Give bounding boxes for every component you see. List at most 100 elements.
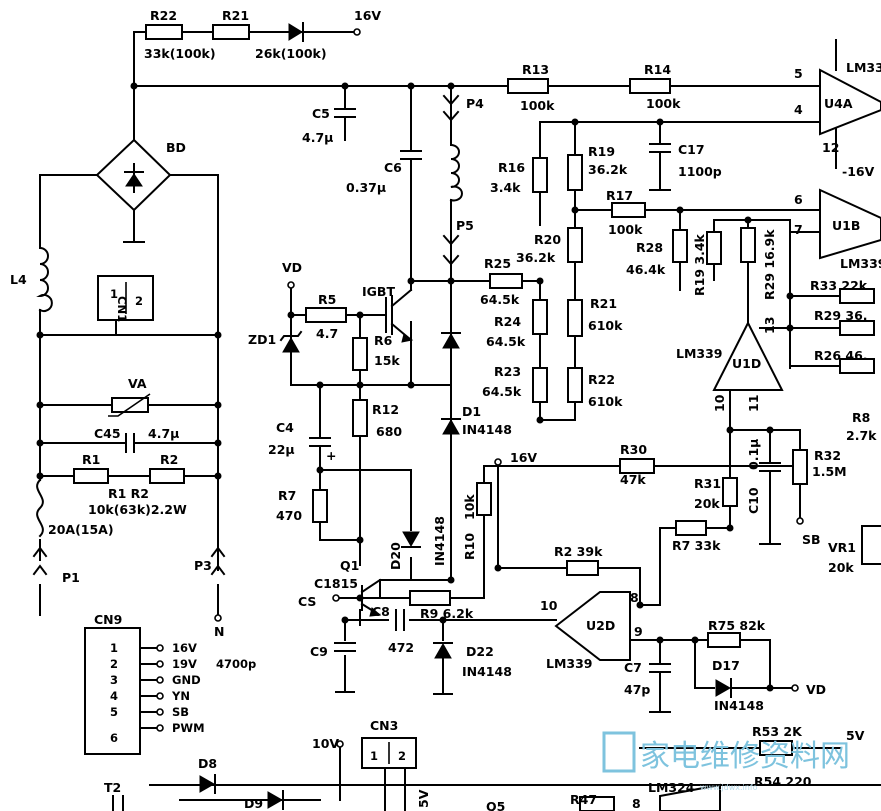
label-r1-r2: R1 R2	[108, 486, 149, 501]
value-r21-610k: 610k	[588, 318, 623, 333]
fuse-20a	[36, 478, 44, 538]
capacitor-c6	[400, 150, 422, 160]
label-cn9: CN9	[94, 612, 122, 627]
resistor-r25	[489, 273, 523, 289]
label-r8: R8	[852, 410, 870, 425]
cn9-label-19v: 19V	[172, 657, 197, 671]
resistor-r21-610k	[567, 299, 583, 337]
value-r32: 1.5M	[812, 464, 847, 479]
value-r8: 2.7k	[846, 428, 877, 443]
cn9-label-sb: SB	[172, 705, 189, 719]
u1b-pin-7: 7	[794, 222, 803, 237]
label-l4: L4	[10, 272, 27, 287]
capacitor-c9	[334, 642, 356, 652]
label-r17: R17	[606, 188, 633, 203]
value-c5: 4.7μ	[302, 130, 333, 145]
value-r12: 680	[376, 424, 402, 439]
label-d9: D9	[244, 796, 263, 811]
capacitor-c17	[649, 143, 671, 153]
u4a-pin-4: 4	[794, 102, 803, 117]
resistor-r10	[476, 482, 492, 516]
cn9-pin-1: 1	[110, 641, 118, 655]
label-lm324: LM324	[648, 780, 695, 795]
cn9-pin-6: 6	[110, 731, 118, 745]
value-r17: 100k	[608, 222, 643, 237]
label-10v: 10V	[312, 736, 339, 751]
label-q1: Q1	[340, 558, 359, 573]
value-r13: 100k	[520, 98, 555, 113]
label-cn1: CN1	[115, 296, 129, 322]
label-r31: R31	[694, 476, 721, 491]
diode-d9	[267, 790, 284, 810]
resistor-r22	[145, 24, 183, 40]
label-r21: R21	[222, 8, 249, 23]
resistor-r21	[212, 24, 250, 40]
value-c4: 22μ	[268, 442, 295, 457]
resistor-r23	[532, 367, 548, 403]
resistor-r6	[352, 337, 368, 371]
resistor-r16	[532, 157, 548, 193]
label-c4: C4	[276, 420, 294, 435]
resistor-r29-16k9	[740, 227, 756, 263]
value-r31: 20k	[694, 496, 720, 511]
label-5v-right: 5V	[846, 728, 865, 743]
label-lm33: LM33	[846, 60, 881, 75]
label-lm339-u1b: LM339	[840, 256, 881, 271]
diode-d8	[199, 774, 216, 794]
label-r5: R5	[318, 292, 336, 307]
label-c9: C9	[310, 644, 328, 659]
label-r23: R23	[494, 364, 521, 379]
label-c10: C10	[746, 487, 761, 514]
label-r20: R20	[534, 232, 561, 247]
label-va: VA	[128, 376, 147, 391]
value-r22-610k: 610k	[588, 394, 623, 409]
plug-p1	[32, 546, 48, 576]
junctions	[36, 82, 794, 692]
label-16v-mid: 16V	[510, 450, 537, 465]
capacitor-c10	[759, 462, 781, 472]
label-d22: D22	[466, 644, 494, 659]
label-u2d: U2D	[586, 618, 615, 633]
label-r16: R16	[498, 160, 525, 175]
label-p5: P5	[456, 218, 474, 233]
value-vr1: 20k	[828, 560, 854, 575]
capacitor-c4	[309, 437, 331, 447]
label-n: N	[214, 624, 224, 639]
bridge-rectifier-bd	[95, 138, 172, 212]
resistor-r2-39k	[566, 560, 599, 576]
cn9-pin-2: 2	[110, 657, 118, 671]
label-r9: R9 6.2k	[420, 606, 474, 621]
label-lm339-u1d: LM339	[676, 346, 723, 361]
cn9-label-16v: 16V	[172, 641, 197, 655]
label-q5: Q5	[486, 799, 505, 811]
label-sb: SB	[802, 532, 821, 547]
plug-p3	[210, 546, 226, 576]
label-cn3: CN3	[370, 718, 398, 733]
value-r19: 36.2k	[588, 162, 628, 177]
u2d-pin-9: 9	[634, 624, 643, 639]
cn3-pin-2: 2	[398, 749, 406, 763]
capacitor-c8	[395, 609, 405, 631]
label-r10: R10	[462, 533, 477, 560]
value-r23: 64.5k	[482, 384, 522, 399]
value-q1: C1815	[314, 576, 358, 591]
value-c8: 472	[388, 640, 414, 655]
opamp-u1d	[712, 320, 784, 391]
value-d17: IN4148	[714, 698, 764, 713]
label-r47: R47	[570, 792, 597, 807]
label-d1: D1	[462, 404, 481, 419]
label-p1: P1	[62, 570, 80, 585]
resistor-r5	[305, 307, 347, 323]
label-r29-36: R29 36.	[814, 308, 868, 323]
cn3-pin-1: 1	[370, 749, 378, 763]
label-r33: R33 22k	[810, 278, 868, 293]
resistor-r14	[629, 78, 671, 94]
labels: R22 33k(100k) R21 26k(100k) 16V BD L4 CN…	[10, 8, 881, 811]
label-p4: P4	[466, 96, 484, 111]
value-r28: 46.4k	[626, 262, 666, 277]
label-r75: R75 82k	[708, 618, 766, 633]
label-minus-16v: -16V	[842, 164, 875, 179]
resistor-r1	[73, 468, 109, 484]
label-r2: R2	[160, 452, 178, 467]
